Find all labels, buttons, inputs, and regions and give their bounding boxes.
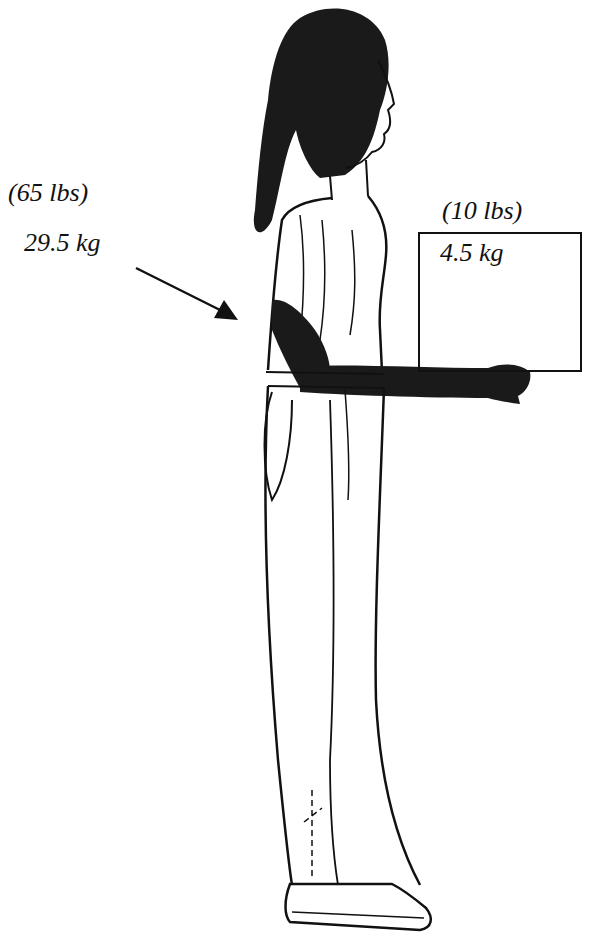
- neck: [330, 160, 368, 200]
- shoe-sole: [292, 912, 424, 918]
- pants-fold: [345, 390, 349, 500]
- plumb-line: [304, 790, 322, 880]
- pants-back: [266, 386, 292, 885]
- arrow-head: [214, 300, 238, 320]
- box-text: 4.5 kg: [420, 234, 580, 268]
- pointer-arrow: [136, 268, 222, 311]
- box-outline: 4.5 kg: [418, 232, 582, 372]
- chest-line: [368, 196, 386, 372]
- pocket: [265, 392, 293, 500]
- box-heading: (10 lbs): [418, 196, 582, 226]
- weight-box: (10 lbs) 4.5 kg: [418, 196, 582, 372]
- pants-front: [376, 388, 420, 885]
- weight-label: (65 lbs): [8, 178, 88, 208]
- face-outline: [346, 60, 394, 168]
- shoes: [286, 884, 431, 930]
- weight-label: 29.5 kg: [24, 228, 101, 258]
- waistband: [266, 372, 384, 388]
- leg-crease: [330, 400, 338, 885]
- shirt-folds: [300, 215, 355, 340]
